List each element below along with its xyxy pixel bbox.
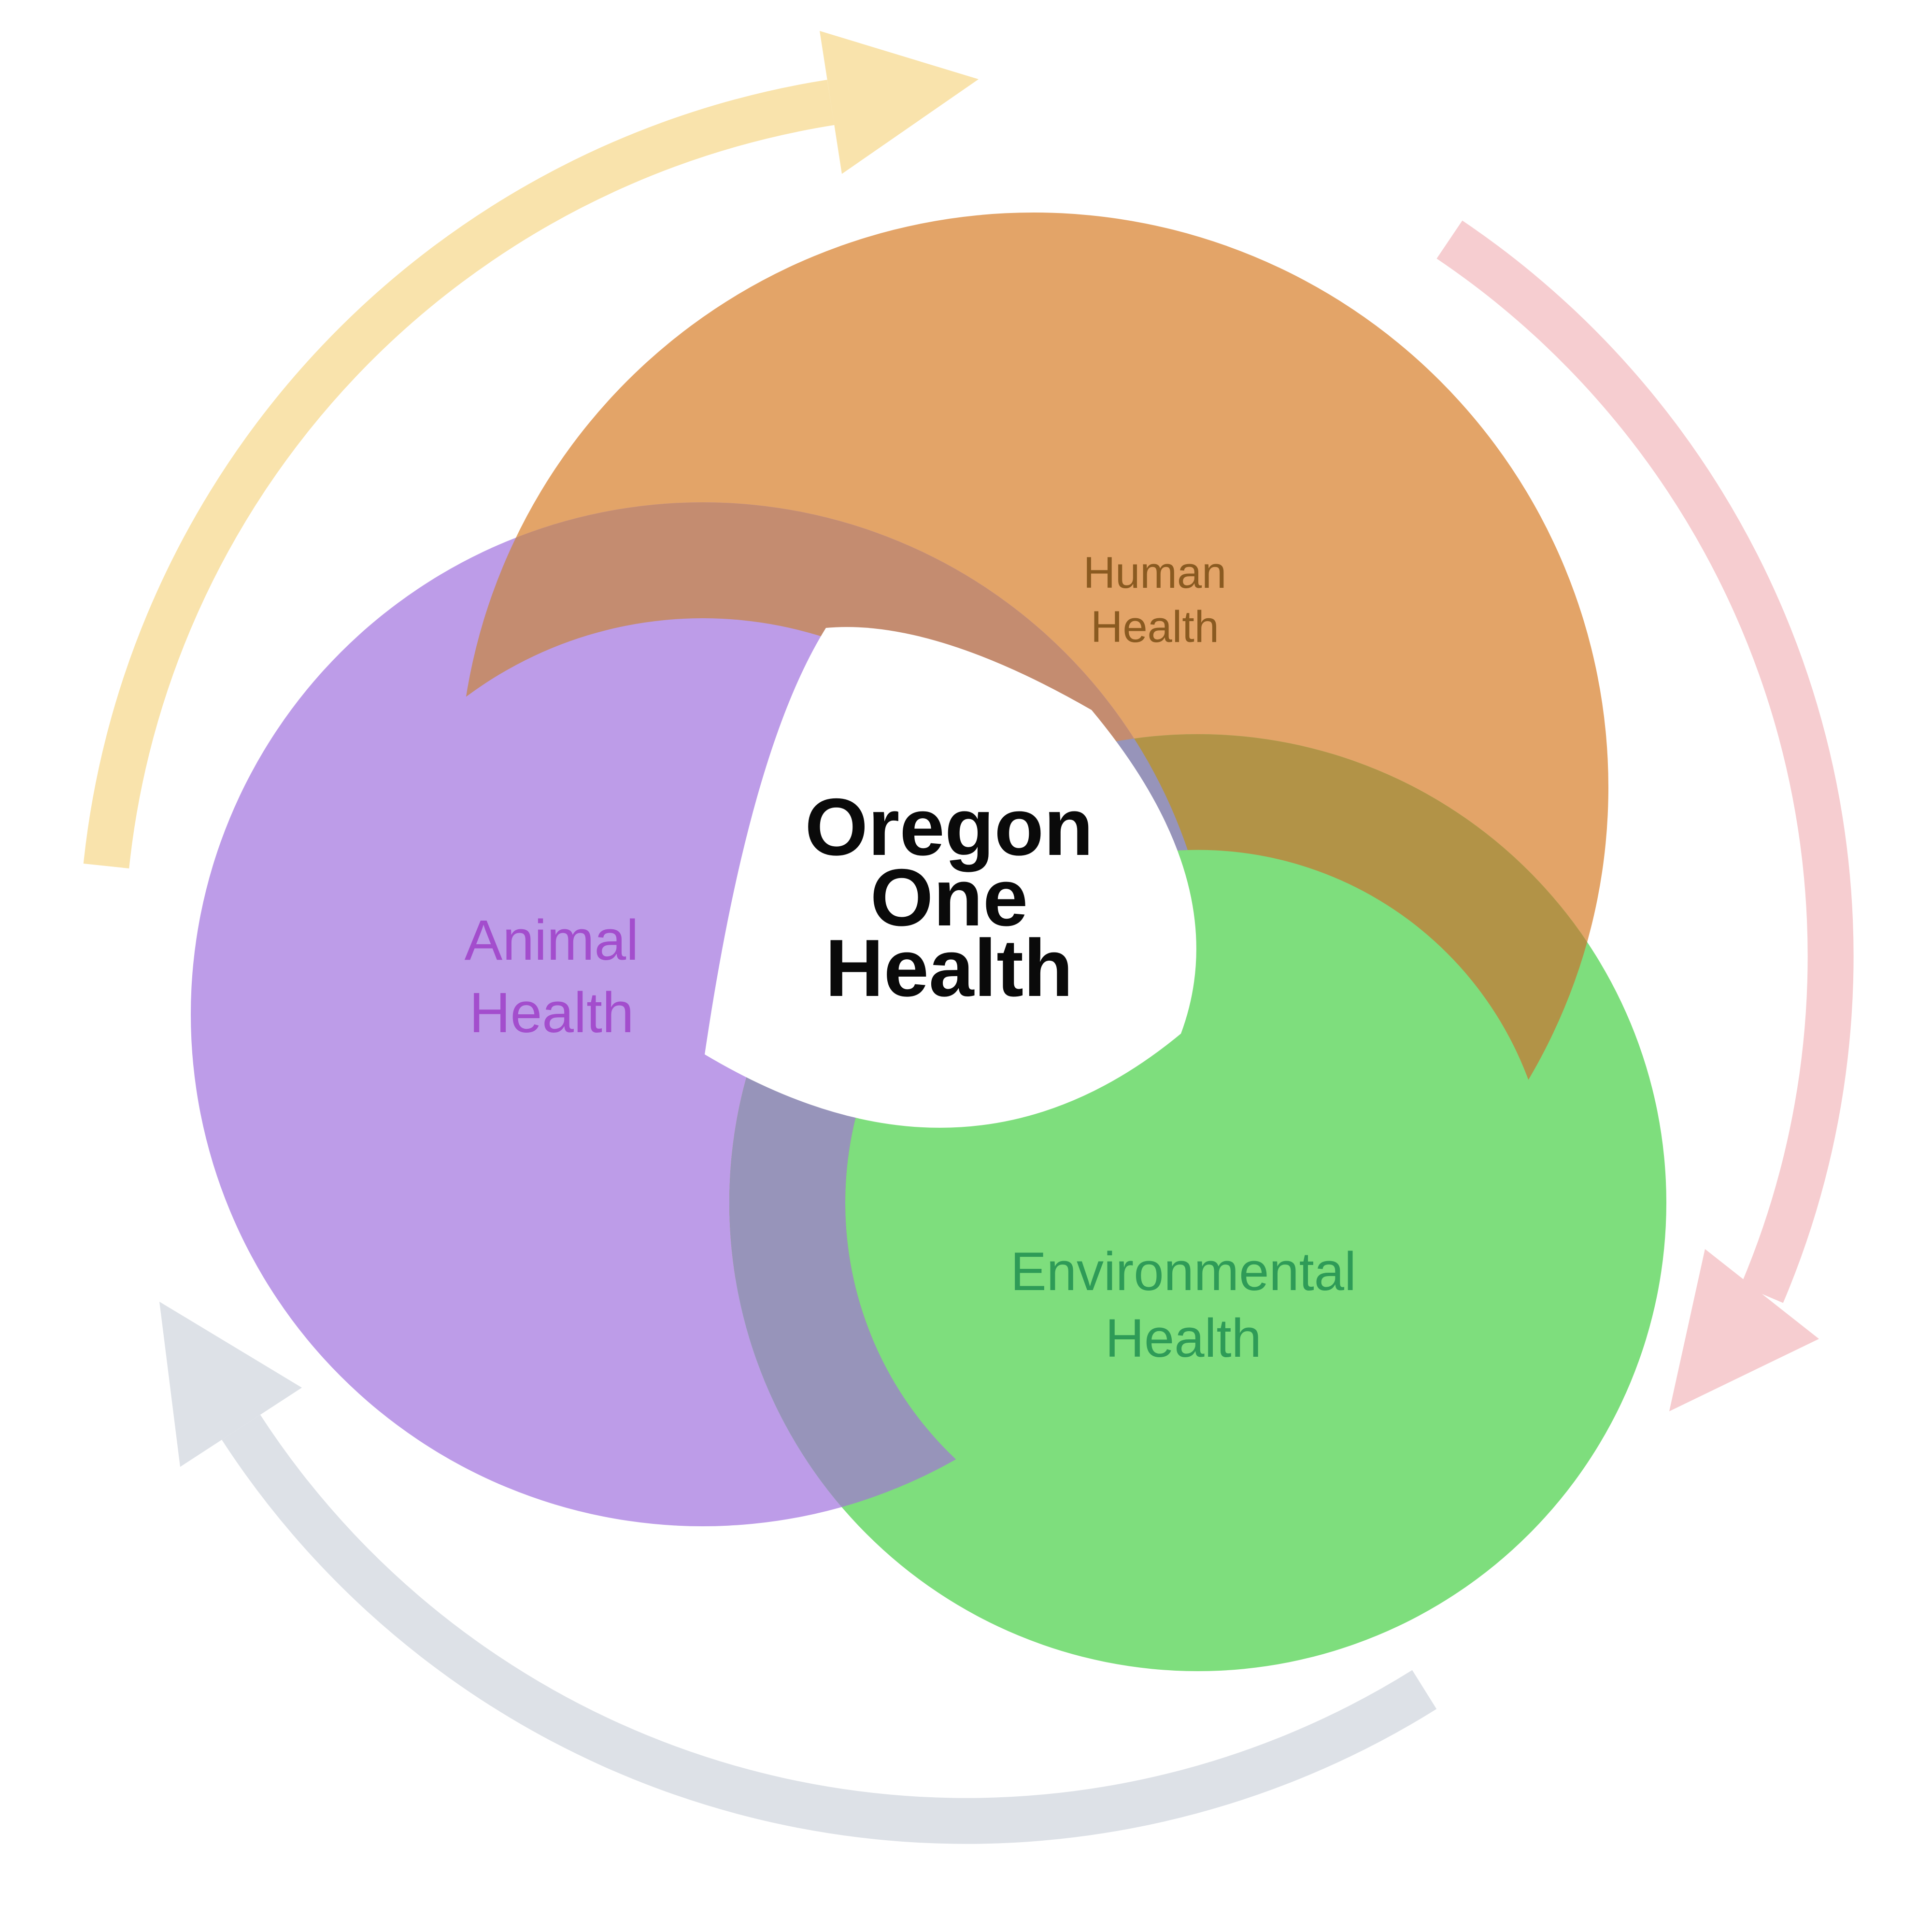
animal-health-label: Animal Health — [465, 909, 639, 1045]
center-title-line2: One — [870, 852, 1028, 943]
environmental-health-label-line2: Health — [1105, 1308, 1262, 1368]
arrow-bottom-shaft — [222, 1415, 1437, 1844]
human-health-label-line1: Human — [1083, 548, 1227, 597]
arrow-top-left-head-icon — [820, 31, 979, 174]
center-white-area — [705, 627, 1196, 1128]
arrow-right — [1436, 220, 1854, 1411]
environmental-health-label: Environmental Health — [1010, 1241, 1356, 1368]
environmental-health-label-line1: Environmental — [1010, 1241, 1356, 1302]
arrow-top-left — [83, 31, 979, 868]
center-title: Oregon One Health — [805, 781, 1093, 1013]
center-title-line3: Health — [825, 923, 1073, 1013]
arrow-right-head-icon — [1669, 1249, 1819, 1411]
human-health-label-line2: Health — [1091, 602, 1219, 652]
cycle-arrows — [83, 31, 1854, 1844]
human-health-label: Human Health — [1083, 548, 1227, 652]
arrow-top-left-shaft — [83, 80, 835, 868]
animal-health-label-line1: Animal — [465, 909, 639, 972]
arrow-bottom-head-icon — [159, 1302, 302, 1467]
center-title-line1: Oregon — [805, 781, 1093, 872]
animal-health-label-line2: Health — [469, 981, 634, 1045]
arrow-right-shaft — [1436, 220, 1854, 1303]
arrow-bottom — [159, 1302, 1437, 1844]
